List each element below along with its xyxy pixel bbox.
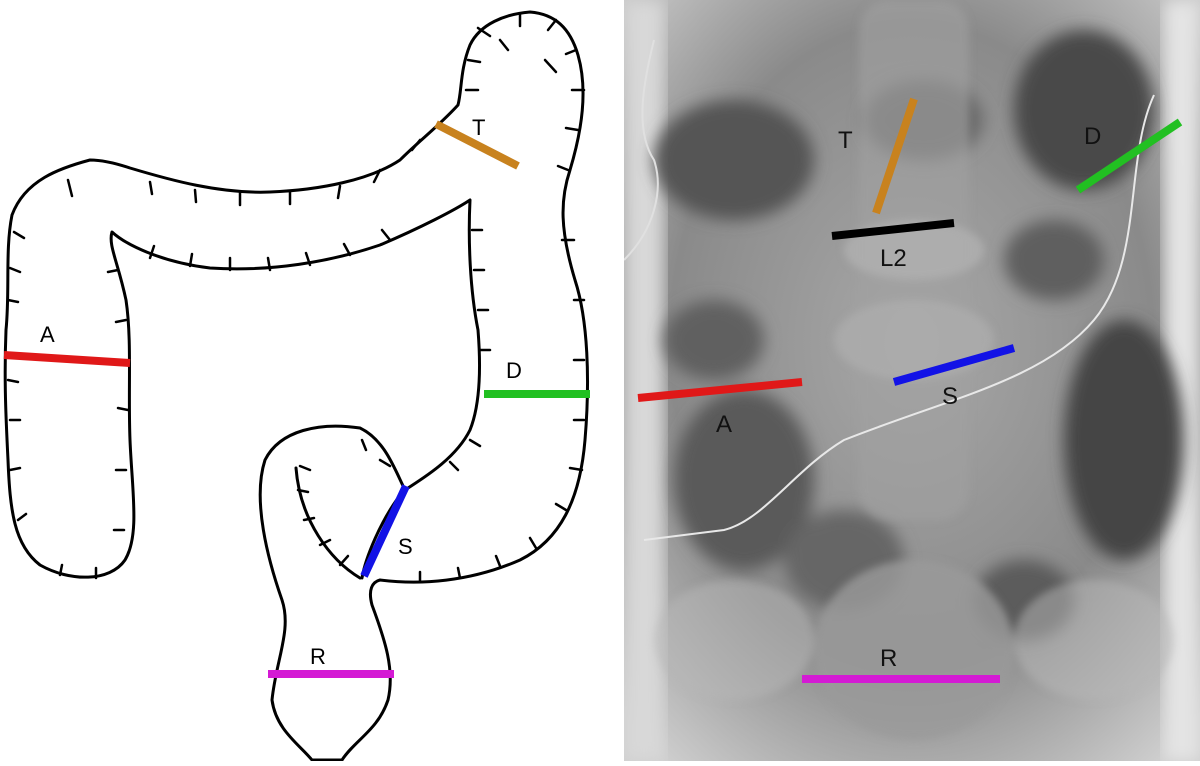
label-s: S [398,534,413,559]
segment-bar-transverse [434,120,520,170]
colon-diagram: T A D S R [3,10,590,762]
label-r: R [310,644,326,669]
xray-label-r: R [880,645,897,672]
xray-bar-descending [1075,118,1183,194]
colon-diagram-panel: T A D S R [3,10,590,762]
xray-label-s: S [942,383,958,410]
colon-outline [3,10,590,762]
segment-bar-ascending [3,351,131,367]
xray-bar-sigmoid [892,344,1016,386]
label-a: A [40,322,55,347]
abdominal-xray: T D L2 A S R [623,0,1200,761]
tube-line [623,39,659,261]
catheter-line [643,94,1155,541]
xray-bar-ascending [637,378,803,402]
spine-and-pelvis [654,0,1174,740]
xray-bar-transverse [872,97,918,215]
xray-label-a: A [716,411,732,438]
xray-panel: T D L2 A S R [623,0,1200,761]
label-t: T [472,115,485,140]
segment-bar-sigmoid [360,484,410,578]
xray-label-t: T [838,127,853,154]
xray-bar-l2 [831,219,955,240]
label-d: D [506,358,522,383]
xray-label-d: D [1084,123,1101,150]
xray-label-l2: L2 [880,245,907,272]
